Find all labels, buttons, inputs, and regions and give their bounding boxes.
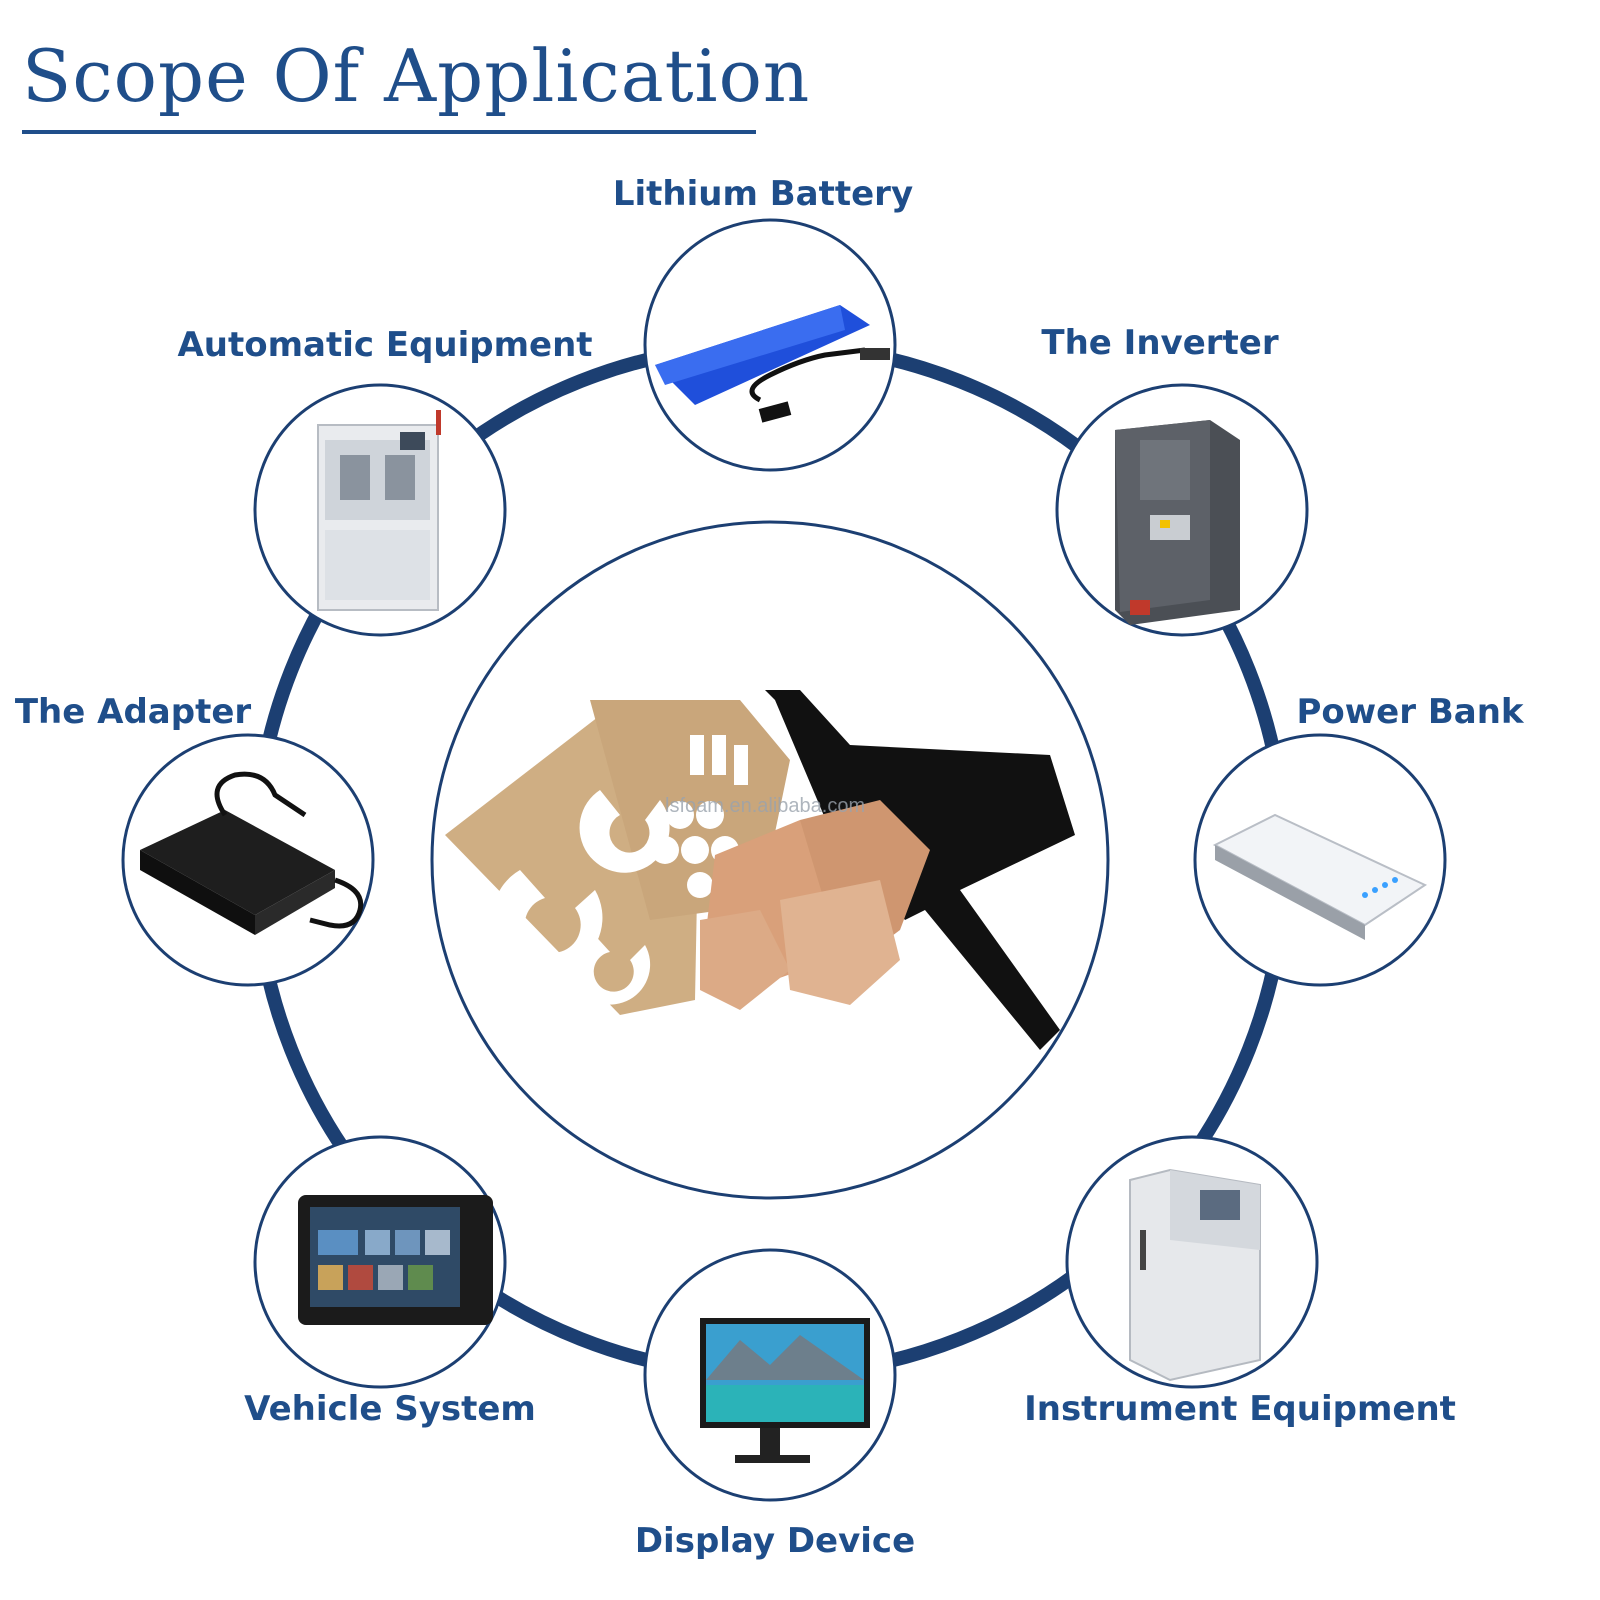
power-bank-icon <box>1212 813 1428 927</box>
label-vehicle-system: Vehicle System <box>244 1389 536 1429</box>
label-display-device: Display Device <box>635 1521 915 1561</box>
copper-foil-part <box>780 880 900 1005</box>
page-title: Scope Of Application <box>22 34 811 118</box>
application-lithium-battery <box>643 218 897 472</box>
application-power-bank <box>1193 733 1447 987</box>
title-underline <box>22 130 756 134</box>
power-adapter-icon <box>140 810 335 915</box>
application-instrument-equipment <box>1065 1135 1319 1389</box>
application-vehicle-system <box>253 1135 507 1389</box>
white-cutout <box>570 930 651 1005</box>
application-the-adapter <box>121 733 375 987</box>
application-automatic-equipment <box>253 383 507 637</box>
label-the-inverter: The Inverter <box>1041 323 1278 363</box>
copper-foil-part <box>700 910 790 1010</box>
center-product-image: lsfoam.en.alibaba.com <box>430 520 1110 1200</box>
application-the-inverter <box>1055 383 1309 637</box>
label-lithium-battery: Lithium Battery <box>613 174 913 214</box>
application-display-device <box>643 1248 897 1502</box>
label-instrument-equipment: Instrument Equipment <box>1024 1389 1456 1429</box>
label-power-bank: Power Bank <box>1296 692 1524 732</box>
label-automatic-equipment: Automatic Equipment <box>177 325 592 365</box>
white-cutout <box>579 790 670 873</box>
label-the-adapter: The Adapter <box>15 692 252 732</box>
watermark: lsfoam.en.alibaba.com <box>665 795 865 817</box>
